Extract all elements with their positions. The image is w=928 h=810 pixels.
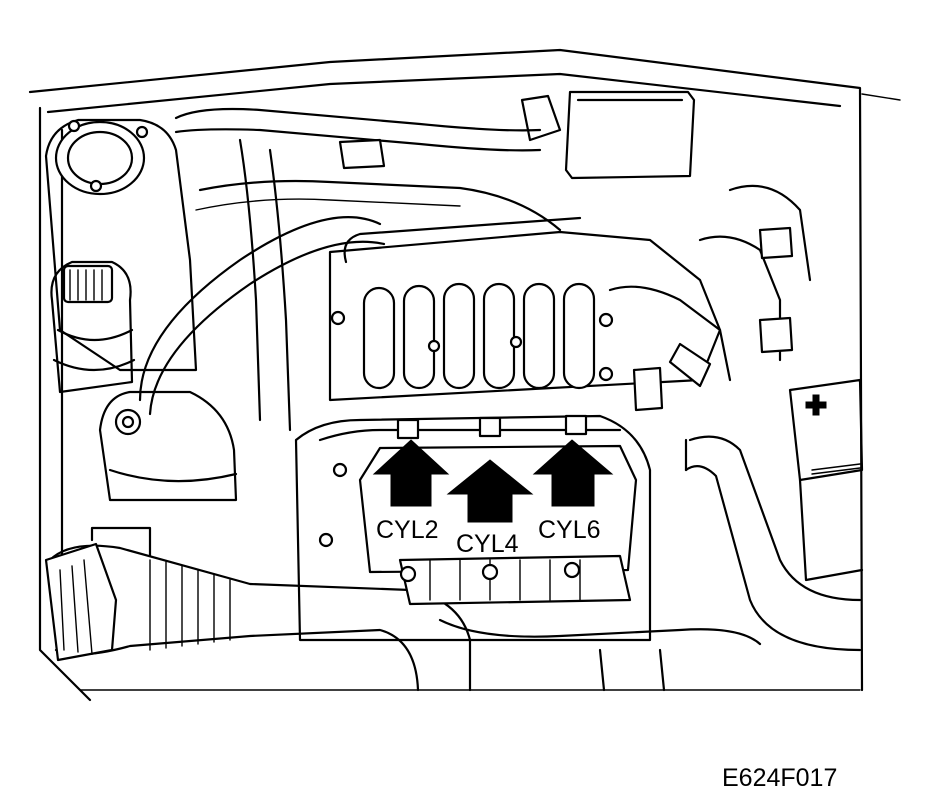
lower-details <box>79 618 861 692</box>
strut-mount <box>98 390 238 502</box>
arrow-cyl2 <box>372 439 450 507</box>
upper-hoses <box>138 107 562 432</box>
relay-box <box>338 90 696 180</box>
arrow-cyl4 <box>446 459 534 523</box>
label-cyl6: CYL6 <box>538 516 601 544</box>
cylinder-arrows <box>372 439 614 523</box>
battery <box>788 378 864 582</box>
radiator-hose <box>684 435 862 652</box>
fluid-reservoir-cap <box>50 260 136 394</box>
label-cyl2: CYL2 <box>376 516 439 544</box>
throttle-body <box>608 184 812 412</box>
intake-manifold <box>328 216 722 402</box>
coolant-reservoir <box>44 118 198 372</box>
arrow-cyl6 <box>532 439 614 507</box>
figure-code: E624F017 <box>722 764 837 792</box>
body-outline <box>28 48 901 702</box>
label-cyl4: CYL4 <box>456 530 519 558</box>
